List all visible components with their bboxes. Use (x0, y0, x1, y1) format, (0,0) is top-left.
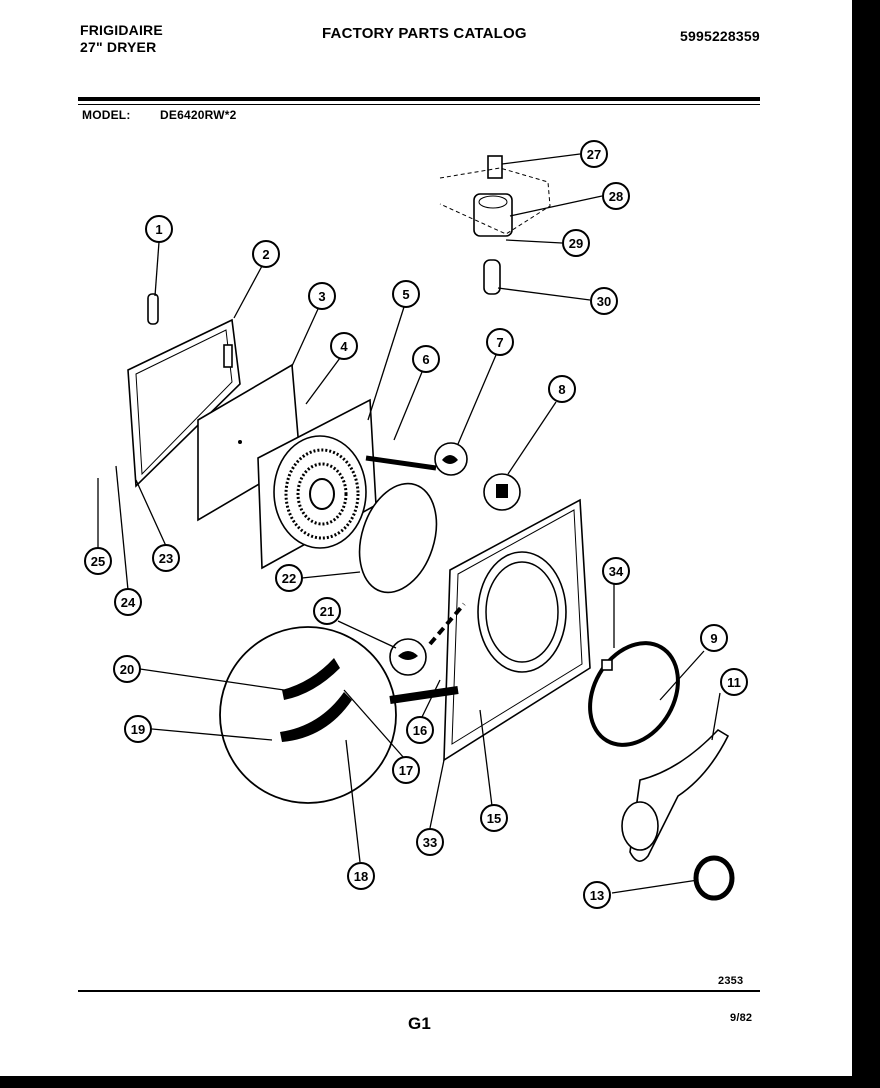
brand-block: FRIGIDAIRE 27" DRYER (80, 22, 163, 56)
callout-15-label: 15 (487, 811, 501, 826)
callout-13: 13 (583, 881, 611, 909)
callout-4-label: 4 (340, 339, 348, 354)
part-door-frame (127, 318, 241, 488)
callout-19: 19 (124, 715, 152, 743)
detail-magnifier (219, 626, 459, 804)
callout-8-label: 8 (558, 382, 565, 397)
header-rule-thick (78, 97, 760, 101)
catalog-title: FACTORY PARTS CATALOG (322, 25, 527, 42)
part-inner-door (257, 398, 377, 570)
callout-5: 5 (392, 280, 420, 308)
callout-22-label: 22 (282, 571, 296, 586)
callout-25: 25 (84, 547, 112, 575)
callout-25-label: 25 (91, 554, 105, 569)
catalog-number: 5995228359 (680, 28, 760, 44)
callout-8: 8 (548, 375, 576, 403)
callout-28: 28 (602, 182, 630, 210)
callout-16: 16 (406, 716, 434, 744)
callout-16-label: 16 (413, 723, 427, 738)
callout-21-label: 21 (320, 604, 334, 619)
callout-11-label: 11 (727, 675, 741, 690)
callout-5-label: 5 (402, 287, 409, 302)
callout-19-label: 19 (131, 722, 145, 737)
callout-29: 29 (562, 229, 590, 257)
callout-23-label: 23 (159, 551, 173, 566)
callout-18: 18 (347, 862, 375, 890)
callout-28-label: 28 (609, 189, 623, 204)
callout-4: 4 (330, 332, 358, 360)
callout-34-label: 34 (609, 564, 624, 579)
callout-20-label: 20 (120, 662, 134, 677)
part-lamp-assembly (439, 155, 551, 295)
drawing-code: 2353 (718, 975, 744, 987)
exploded-parts-diagram: 1 2 3 4 5 6 7 8 9 11 13 15 16 17 18 19 2… (84, 140, 748, 909)
callout-21: 21 (313, 597, 341, 625)
leader-lines (97, 153, 721, 894)
callout-17: 17 (392, 756, 420, 784)
callout-3-label: 3 (318, 289, 325, 304)
callout-30-label: 30 (597, 294, 611, 309)
callout-2: 2 (252, 240, 280, 268)
callout-11: 11 (720, 668, 748, 696)
page-id: G1 (408, 1014, 432, 1033)
callout-6: 6 (412, 345, 440, 373)
part-door-seal-ring (358, 482, 438, 594)
callout-34: 34 (602, 557, 630, 585)
callout-24-label: 24 (121, 595, 136, 610)
part-hinge-pin (147, 293, 159, 325)
callout-3: 3 (308, 282, 336, 310)
callout-17-label: 17 (399, 763, 413, 778)
product-name: 27" DRYER (80, 39, 157, 55)
callout-33-label: 33 (423, 835, 437, 850)
part-lint-duct (621, 728, 730, 862)
callout-24: 24 (114, 588, 142, 616)
callout-18-label: 18 (354, 869, 368, 884)
callout-23: 23 (152, 544, 180, 572)
part-duct-ring (693, 855, 735, 901)
part-front-panel (443, 498, 591, 762)
model-label: MODEL: (82, 108, 131, 122)
callout-33: 33 (416, 828, 444, 856)
footer-rule (78, 990, 760, 992)
callout-22: 22 (275, 564, 303, 592)
header-rule-thin (78, 104, 760, 105)
model-value: DE6420RW*2 (160, 108, 237, 122)
callout-1: 1 (145, 215, 173, 243)
callout-7-label: 7 (496, 335, 503, 350)
callout-27: 27 (580, 140, 608, 168)
scan-edge-right (852, 0, 880, 1088)
callout-15: 15 (480, 804, 508, 832)
callout-2-label: 2 (262, 247, 269, 262)
callout-29-label: 29 (569, 236, 583, 251)
part-switch (389, 602, 466, 676)
callout-13-label: 13 (590, 888, 604, 903)
callout-20: 20 (113, 655, 141, 683)
brand-name: FRIGIDAIRE (80, 22, 163, 38)
callout-30: 30 (590, 287, 618, 315)
date-code: 9/82 (730, 1012, 753, 1024)
part-catch (365, 442, 468, 476)
callout-6-label: 6 (422, 352, 429, 367)
scan-edge-bottom (0, 1076, 880, 1088)
callout-1-label: 1 (155, 222, 162, 237)
callout-27-label: 27 (587, 147, 601, 162)
callout-9-label: 9 (710, 631, 717, 646)
callout-7: 7 (486, 328, 514, 356)
part-strike (483, 473, 521, 511)
callout-9: 9 (700, 624, 728, 652)
part-bearing-ring (588, 641, 680, 747)
